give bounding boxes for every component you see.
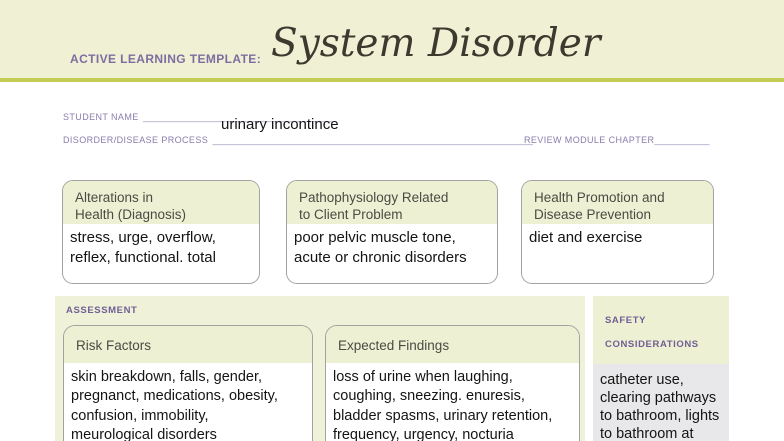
disorder-process-value[interactable]: urinary incontince: [221, 116, 339, 133]
review-module-label: REVIEW MODULE CHAPTER: [524, 135, 655, 145]
safety-considerations-label: SAFETY CONSIDERATIONS: [605, 315, 699, 350]
template-type-label: ACTIVE LEARNING TEMPLATE:: [70, 52, 262, 66]
risk-factors-answer[interactable]: skin breakdown, falls, gender, pregnanct…: [71, 369, 278, 441]
review-module-row: REVIEW MODULE CHAPTER___________: [524, 130, 709, 148]
safety-considerations-header: SAFETY CONSIDERATIONS: [593, 296, 729, 364]
disorder-process-label: DISORDER/DISEASE PROCESS: [63, 135, 209, 145]
header-band: [0, 0, 784, 82]
risk-factors-box: Risk Factors skin breakdown, falls, gend…: [63, 325, 313, 441]
health-promotion-title: Health Promotion and Disease Prevention: [522, 181, 713, 224]
expected-findings-title: Expected Findings: [326, 326, 579, 363]
page-title: System Disorder: [271, 21, 601, 66]
disorder-process-row: DISORDER/DISEASE PROCESS _______________…: [63, 130, 533, 148]
pathophysiology-answer[interactable]: poor pelvic muscle tone, acute or chroni…: [294, 229, 467, 266]
expected-findings-box: Expected Findings loss of urine when lau…: [325, 325, 580, 441]
safety-considerations-box: SAFETY CONSIDERATIONS catheter use, clea…: [593, 296, 729, 441]
alterations-in-health-answer[interactable]: stress, urge, overflow, reflex, function…: [70, 229, 216, 266]
health-promotion-answer[interactable]: diet and exercise: [529, 229, 643, 246]
assessment-section-label: ASSESSMENT: [66, 305, 138, 316]
disorder-process-blank-field[interactable]: ________________________________________…: [212, 135, 533, 145]
alterations-in-health-title: Alterations in Health (Diagnosis): [63, 181, 259, 224]
pathophysiology-title: Pathophysiology Related to Client Proble…: [287, 181, 497, 224]
safety-considerations-answer[interactable]: catheter use, clearing pathways to bathr…: [600, 372, 720, 441]
alterations-in-health-box: Alterations in Health (Diagnosis) stress…: [62, 180, 260, 284]
expected-findings-answer[interactable]: loss of urine when laughing, coughing, s…: [333, 369, 553, 441]
pathophysiology-box: Pathophysiology Related to Client Proble…: [286, 180, 498, 284]
student-name-label: STUDENT NAME: [63, 112, 139, 122]
risk-factors-title: Risk Factors: [64, 326, 312, 363]
student-name-row: STUDENT NAME ___________________________…: [63, 107, 333, 125]
health-promotion-box: Health Promotion and Disease Prevention …: [521, 180, 714, 284]
review-module-blank-field[interactable]: ___________: [654, 135, 710, 145]
student-name-blank-field[interactable]: ______________________________________: [143, 112, 334, 122]
